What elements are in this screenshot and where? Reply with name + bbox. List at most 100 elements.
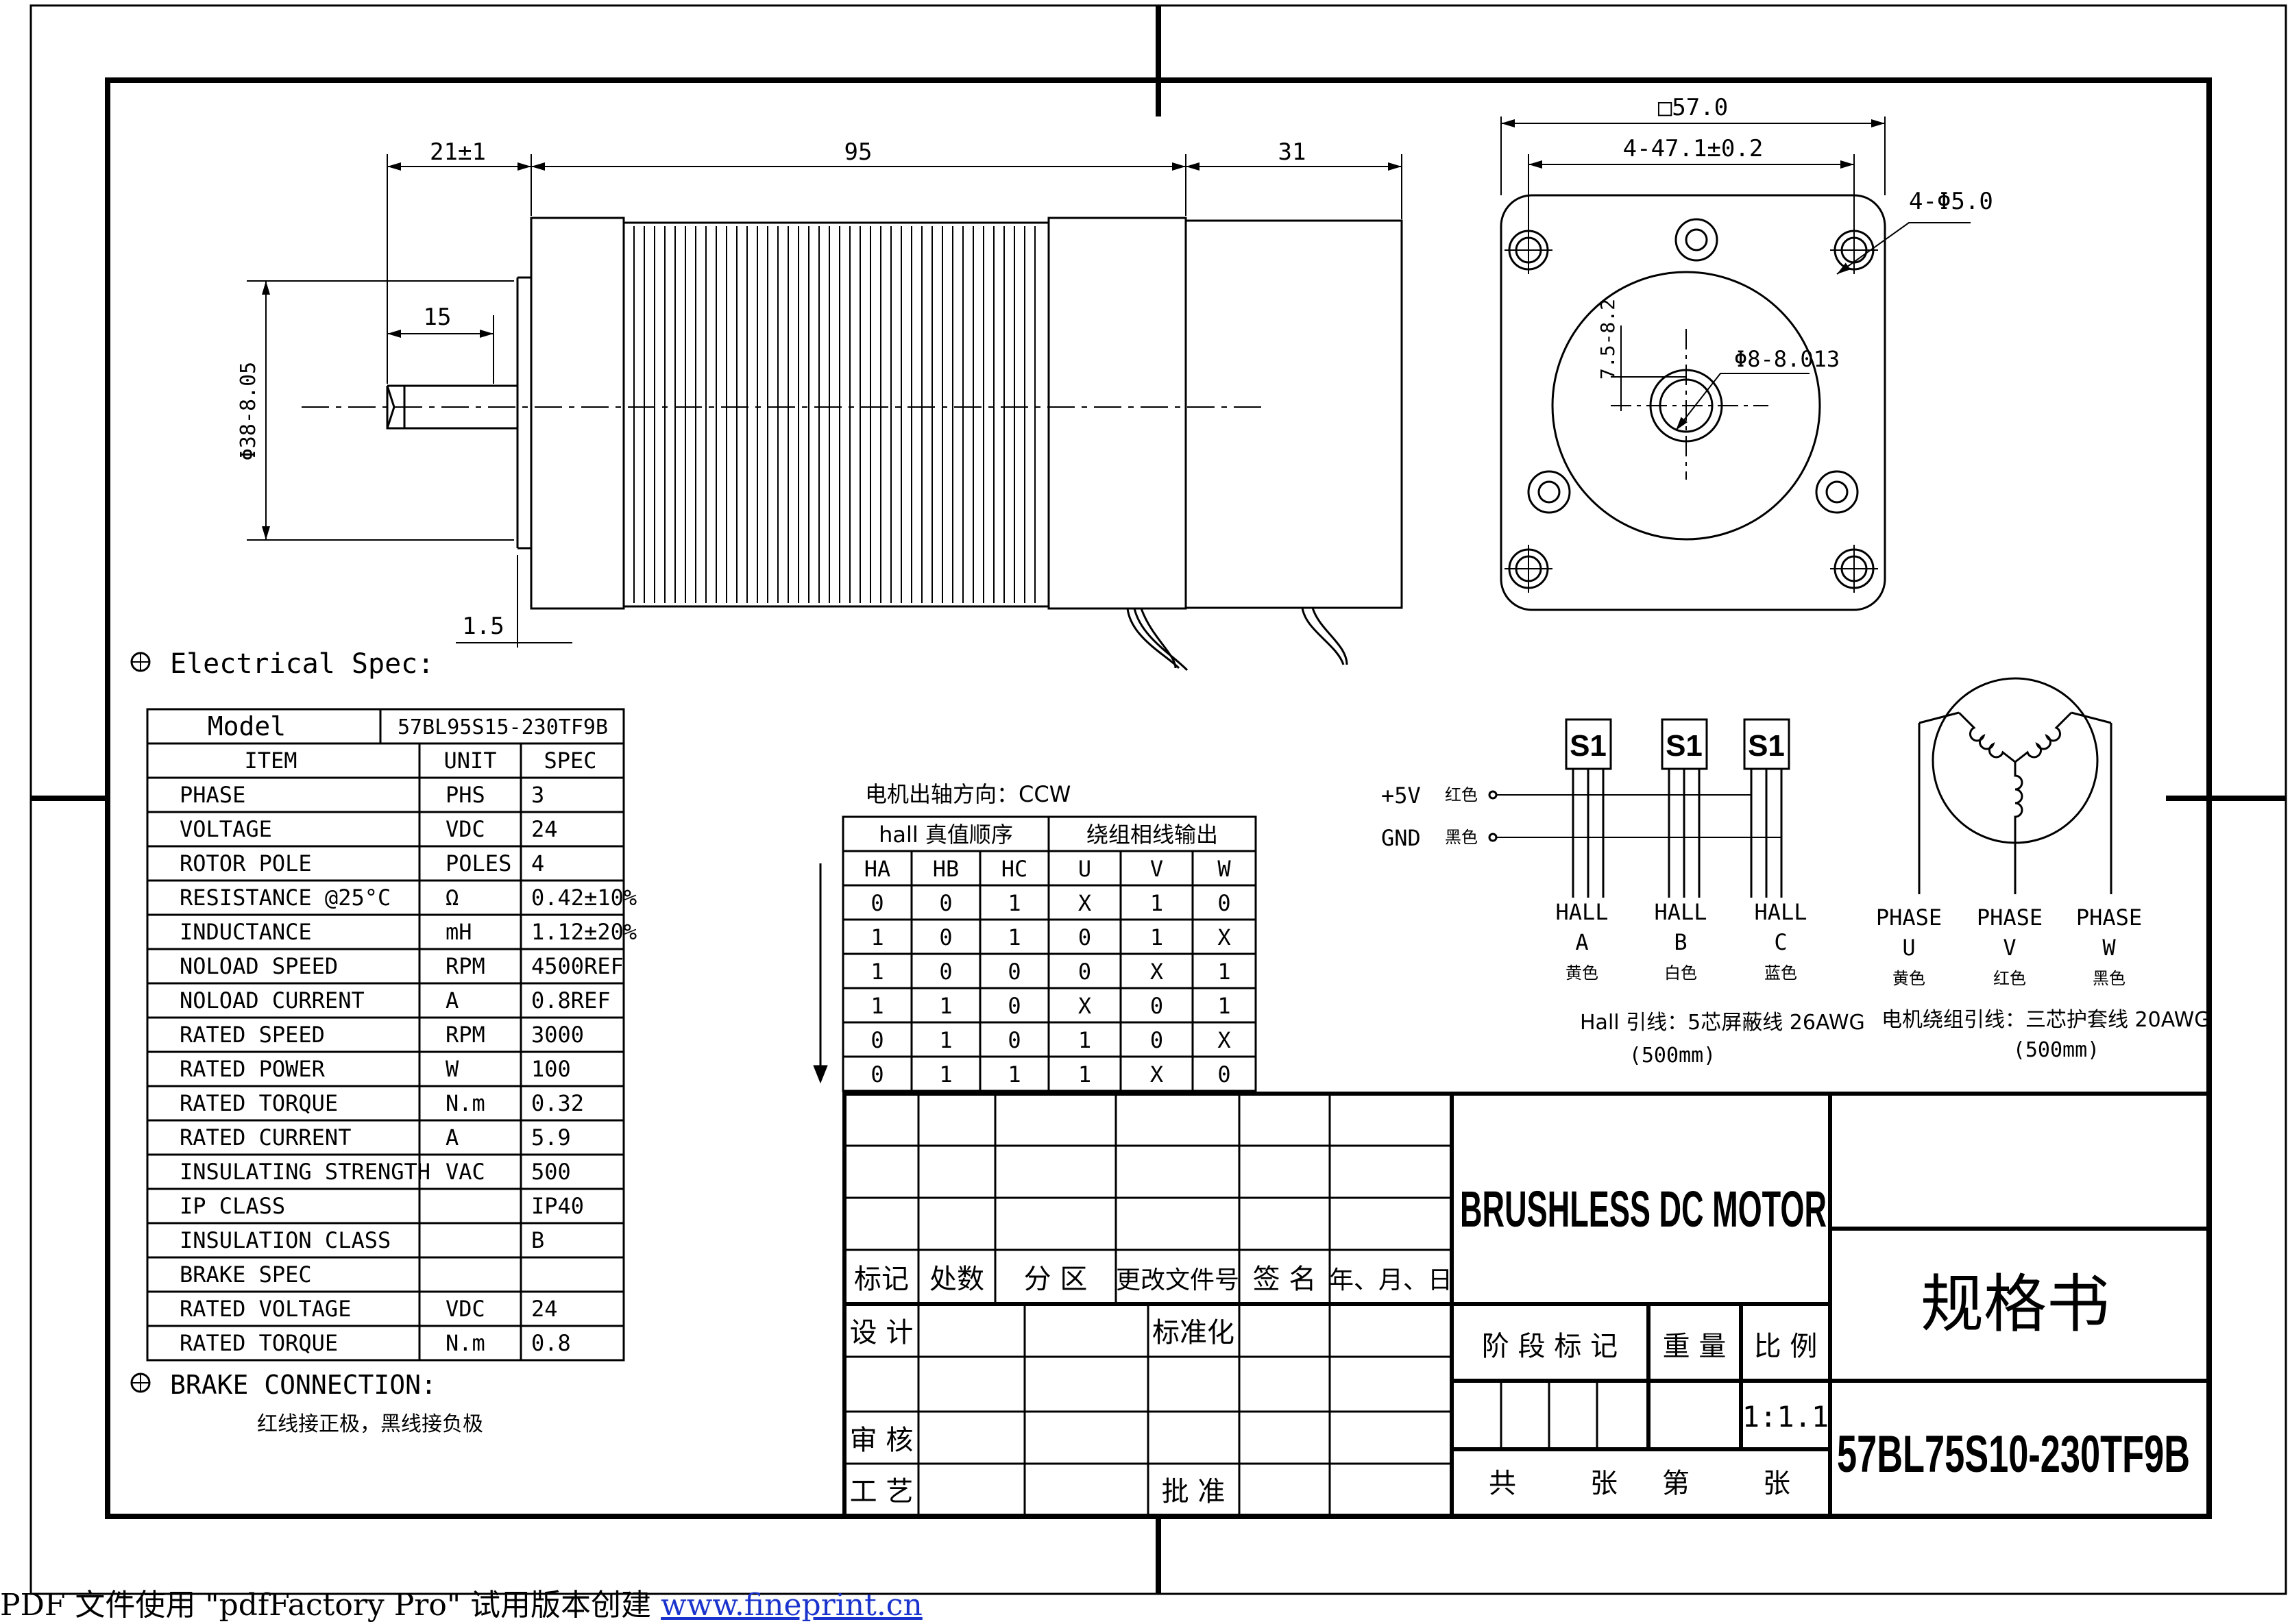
seq-cell: 0 [1217,1061,1230,1087]
seq-cell: 1 [870,924,884,950]
spec-header-2: SPEC [544,748,596,774]
spec-item: ROTOR POLE [180,850,312,876]
dim-hole-pitch: 4-47.1±0.2 [1623,135,1764,162]
phase-cable-length: (500mm) [2013,1038,2099,1062]
sheet-frame [29,4,2287,1595]
spec-unit: N.m [446,1330,485,1356]
phase-lead-label: PHASE [1977,905,2043,931]
spec-item: INSULATING STRENGTH [180,1159,430,1185]
seq-cell: X [1078,890,1091,916]
footer-link[interactable]: www.fineprint.cn [661,1588,923,1623]
seq-cell: 1 [1217,959,1230,985]
dim-rear-length: 31 [1278,138,1306,166]
footer-text: PDF 文件使用 "pdfFactory Pro" 试用版本创建 [0,1588,661,1623]
spec-value: 24 [531,816,558,842]
seq-cell: 0 [939,924,952,950]
phase-winding-diagram [1918,677,2112,894]
seq-cell: 0 [1008,1027,1021,1053]
sequence-arrow [813,863,828,1084]
dim-shaft-diameter: Φ8-8.013 [1734,346,1840,372]
seq-cell: 0 [1008,959,1021,985]
document-type: 规格书 [1921,1268,2110,1341]
dim-shaft-length: 15 [424,304,452,331]
spec-unit: mH [446,919,472,945]
motor-side-view [302,217,1403,672]
cooling-fins [633,226,1036,603]
seq-cell: 1 [1078,1061,1091,1087]
spec-unit: PHS [446,782,485,808]
phase-lead-label: PHASE [1876,905,1942,931]
seq-output-header: 绕组相线输出 [1086,822,1218,848]
label-zone: 分 区 [1024,1264,1088,1295]
seq-cell: 1 [1008,890,1021,916]
spec-value: 0.8 [531,1330,571,1356]
dim-square: □57.0 [1658,94,1728,121]
ground-label: GND [1381,825,1421,851]
label-stage: 阶 段 标 记 [1482,1331,1618,1362]
seq-cell: 0 [1150,1027,1163,1053]
hall-sensor-c: S1 [1748,729,1785,763]
seq-cell: 1 [1150,890,1163,916]
spec-value: 4 [531,850,544,876]
spec-value: 3000 [531,1022,584,1048]
seq-cell: 0 [870,1027,884,1053]
spec-table-frame [146,708,625,1362]
seq-col-header: U [1078,856,1091,882]
phase-lead-color: 黑色 [2093,969,2125,988]
phase-lead-color: 黄色 [1892,969,1925,988]
spec-item: RESISTANCE @25°C [180,885,391,911]
spec-item: IP CLASS [180,1193,285,1219]
spec-value: 3 [531,782,544,808]
spec-unit: W [446,1056,459,1082]
dim-shaft-flat: 7.5-8.2 [1596,299,1619,380]
label-design: 设 计 [850,1317,914,1349]
spec-unit: RPM [446,1022,485,1048]
seq-col-header: W [1217,856,1231,882]
label-count: 处数 [929,1264,984,1295]
dim-front-width: 21±1 [430,138,486,166]
spec-header-0: ITEM [244,748,297,774]
phase-lead-label: PHASE [2076,905,2142,931]
label-weight: 重 量 [1663,1331,1727,1362]
spec-value: 0.8REF [531,987,611,1013]
motor-front-view [1500,194,1886,611]
label-sheets: 张 [1590,1468,1618,1499]
part-number: 57BL75S10-230TF9B [1837,1425,2190,1484]
hall-lead-letter: A [1575,929,1588,955]
title-block-labels: BRUSHLESS DC MOTOR 规格书 57BL75S10-230TF9B… [850,1181,2190,1508]
ground-color: 黑色 [1445,828,1478,847]
seq-cell: 1 [939,1061,952,1087]
dim-pilot-diameter: Φ38-8.05 [236,362,260,461]
seq-cell: X [1217,1027,1230,1053]
seq-cell: 1 [1008,1061,1021,1087]
seq-hall-header: hall 真值顺序 [879,822,1013,848]
electrical-spec-heading: Electrical Spec: [130,648,434,680]
seq-cell: 0 [870,890,884,916]
spec-unit: Ω [446,885,459,911]
hall-sensor-a: S1 [1570,729,1607,763]
spec-unit: A [446,1124,459,1151]
spec-header-1: UNIT [443,748,496,774]
spec-value: IP40 [531,1193,584,1219]
scale-value: 1:1.1 [1742,1400,1829,1434]
spec-value: 1.12±20% [531,919,637,945]
spec-unit: VAC [446,1159,485,1185]
seq-cell: 0 [1078,959,1091,985]
side-view-dimensions [247,154,1402,648]
spec-item: PHASE [180,782,245,808]
spec-item: BRAKE SPEC [180,1262,312,1288]
product-name: BRUSHLESS DC MOTOR [1460,1181,1827,1238]
seq-col-header: HB [933,856,960,882]
spec-item: RATED TORQUE [180,1330,338,1356]
seq-cell: 1 [870,959,884,985]
hall-wiring-diagram [1488,718,1790,898]
spec-model-label: Model [208,711,286,741]
label-change-doc: 更改文件号 [1116,1266,1239,1294]
spec-item: RATED SPEED [180,1022,325,1048]
seq-cell: 0 [1150,993,1163,1019]
label-total: 共 [1489,1468,1516,1499]
seq-col-header: HC [1001,856,1028,882]
